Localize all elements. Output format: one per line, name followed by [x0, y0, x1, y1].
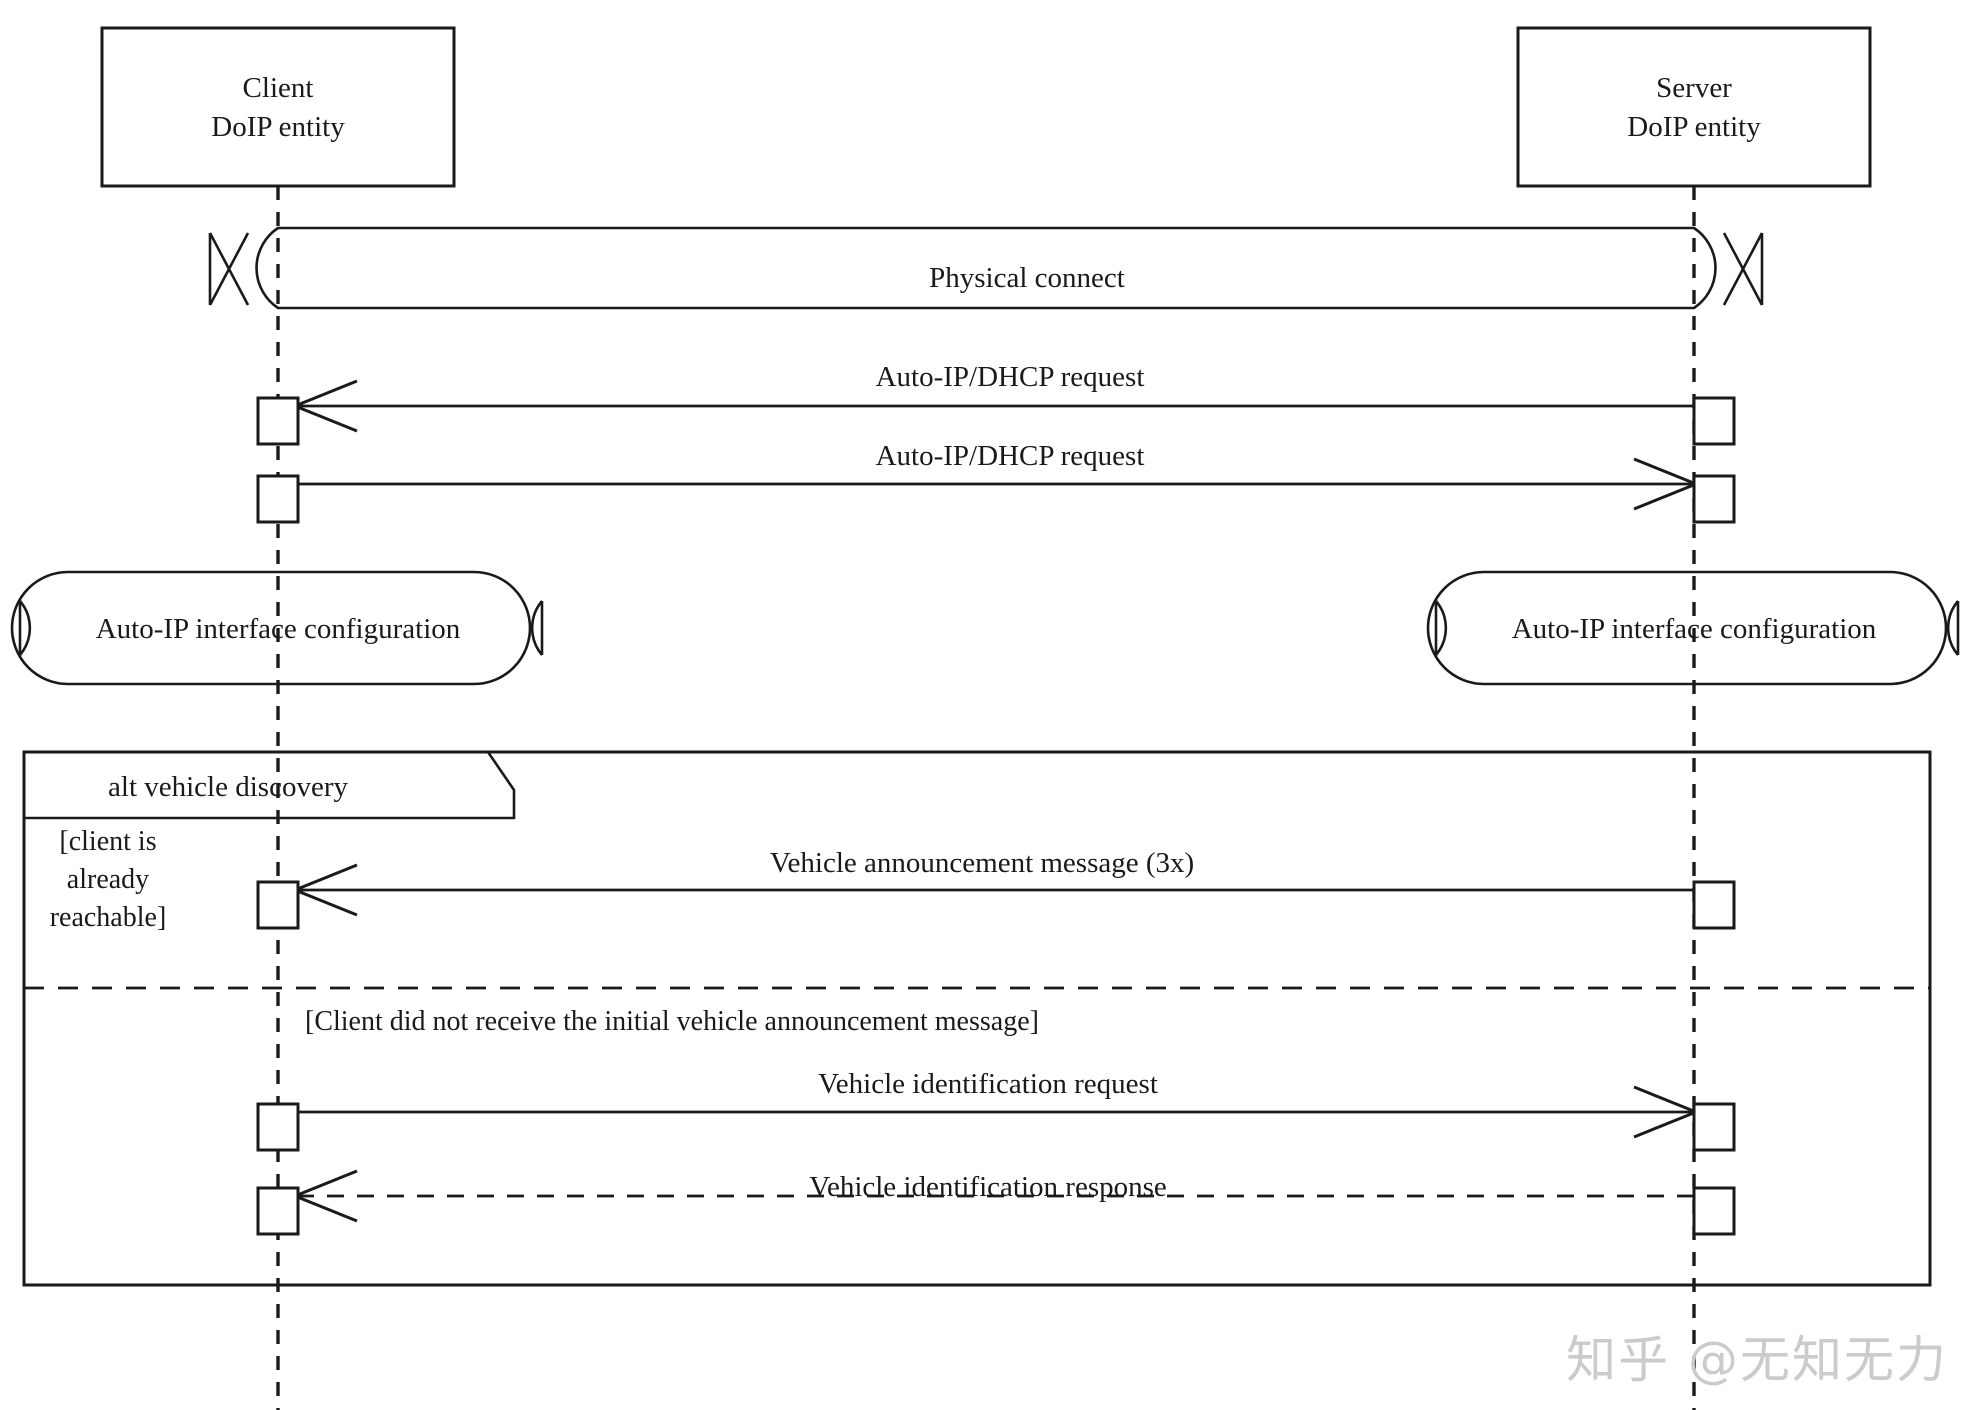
combined-fragment-alt[interactable]: alt vehicle discovery [client is already…: [22, 750, 1932, 1287]
alt-guard-1-line-1: [client is: [59, 826, 156, 857]
activation-box-server-1: [1692, 396, 1736, 446]
participant-server-name-line1: Server: [1656, 72, 1732, 104]
message-label-3: Vehicle announcement message (3x): [770, 847, 1194, 879]
state-label-server: Auto-IP interface configuration: [1512, 613, 1877, 645]
activation-box-client-4: [256, 1102, 300, 1152]
state-cap-left-arc-client: [18, 600, 32, 656]
participant-box-client[interactable]: [100, 26, 456, 188]
state-label-client: Auto-IP interface configuration: [96, 613, 461, 645]
message-label-4: Vehicle identification request: [818, 1068, 1158, 1100]
participant-server-name-line2: DoIP entity: [1627, 111, 1761, 143]
message-auto-ip-dhcp-request-inbound[interactable]: Auto-IP/DHCP request: [256, 361, 1736, 446]
alt-fragment-operator-tab: [24, 750, 516, 820]
message-vehicle-announcement[interactable]: Vehicle announcement message (3x): [256, 847, 1736, 930]
message-auto-ip-dhcp-request-outbound[interactable]: Auto-IP/DHCP request: [256, 440, 1736, 524]
physical-connect-region[interactable]: Physical connect: [208, 226, 1764, 310]
message-vehicle-identification-request[interactable]: Vehicle identification request: [256, 1068, 1736, 1152]
alt-guard-1-line-3: reachable]: [50, 902, 167, 933]
message-vehicle-identification-response[interactable]: Vehicle identification response: [256, 1169, 1736, 1236]
participant-box-server[interactable]: [1516, 26, 1872, 188]
state-cap-right-arc-server: [1946, 600, 1960, 656]
state-cap-left-arc-server: [1434, 600, 1448, 656]
activation-box-server-2: [1692, 474, 1736, 524]
participant-client-name-line1: Client: [243, 72, 314, 104]
activation-box-server-3: [1692, 880, 1736, 930]
activation-box-client-2: [256, 474, 300, 524]
physical-connect-label: Physical connect: [929, 262, 1125, 294]
alt-fragment-frame: [22, 750, 1932, 1287]
state-auto-ip-config-server[interactable]: Auto-IP interface configuration: [1426, 570, 1960, 686]
participant-client-name-line2: DoIP entity: [211, 111, 345, 143]
state-cap-right-arc-client: [530, 600, 544, 656]
physical-connect-cap-left-d2: [208, 232, 250, 306]
message-label-2: Auto-IP/DHCP request: [876, 440, 1145, 472]
alt-guard-2: [Client did not receive the initial vehi…: [305, 1006, 1039, 1037]
message-label-1: Auto-IP/DHCP request: [876, 361, 1145, 393]
state-auto-ip-config-client[interactable]: Auto-IP interface configuration: [10, 570, 544, 686]
alt-guard-1-line-2: already: [67, 864, 149, 895]
watermark: 知乎 @无知无力: [1566, 1331, 1948, 1389]
alt-fragment-operator-label: alt vehicle discovery: [108, 771, 348, 803]
activation-box-client-1: [256, 396, 300, 446]
message-label-5: Vehicle identification response: [809, 1171, 1167, 1203]
physical-connect-cap-right-d2: [1722, 232, 1764, 306]
activation-box-server-4: [1692, 1102, 1736, 1152]
activation-box-client-5: [256, 1186, 300, 1236]
activation-box-client-3: [256, 880, 300, 930]
activation-box-server-5: [1692, 1186, 1736, 1236]
